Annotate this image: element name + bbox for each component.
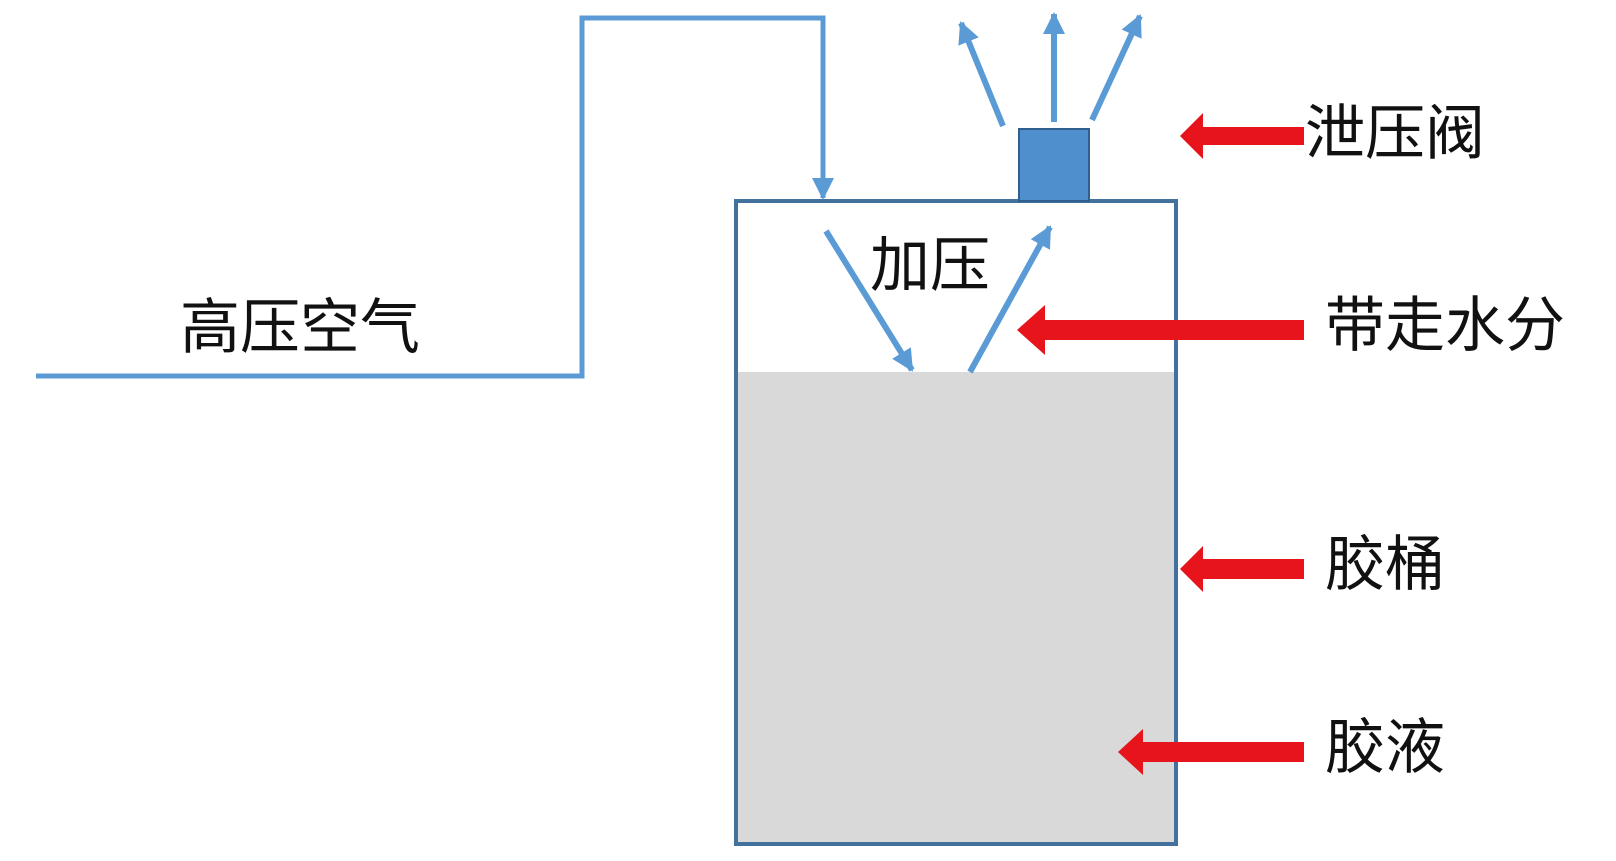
glue-liquid [736, 372, 1176, 844]
pointer-carry-moisture-icon [1017, 305, 1304, 355]
vent-arrow-left [958, 21, 1006, 128]
label-carry-moisture: 带走水分 [1325, 291, 1565, 361]
pointer-glue-bucket-icon [1180, 546, 1304, 592]
label-glue-bucket: 胶桶 [1325, 530, 1445, 600]
glue-bucket [734, 199, 1178, 846]
pressurize-arrow-down [823, 229, 915, 372]
pointer-glue-liquid-icon [1118, 729, 1304, 775]
label-glue-liquid: 胶液 [1325, 713, 1445, 783]
vent-arrow-right [1089, 14, 1143, 122]
relief-valve [1018, 128, 1090, 202]
air-pipe [36, 15, 834, 379]
pointer-relief-valve-icon [1180, 113, 1304, 159]
label-relief-valve: 泄压阀 [1305, 99, 1485, 169]
label-pressurize: 加压 [870, 231, 990, 301]
label-high-pressure-air: 高压空气 [180, 293, 420, 363]
moisture-arrow-up [967, 225, 1053, 374]
